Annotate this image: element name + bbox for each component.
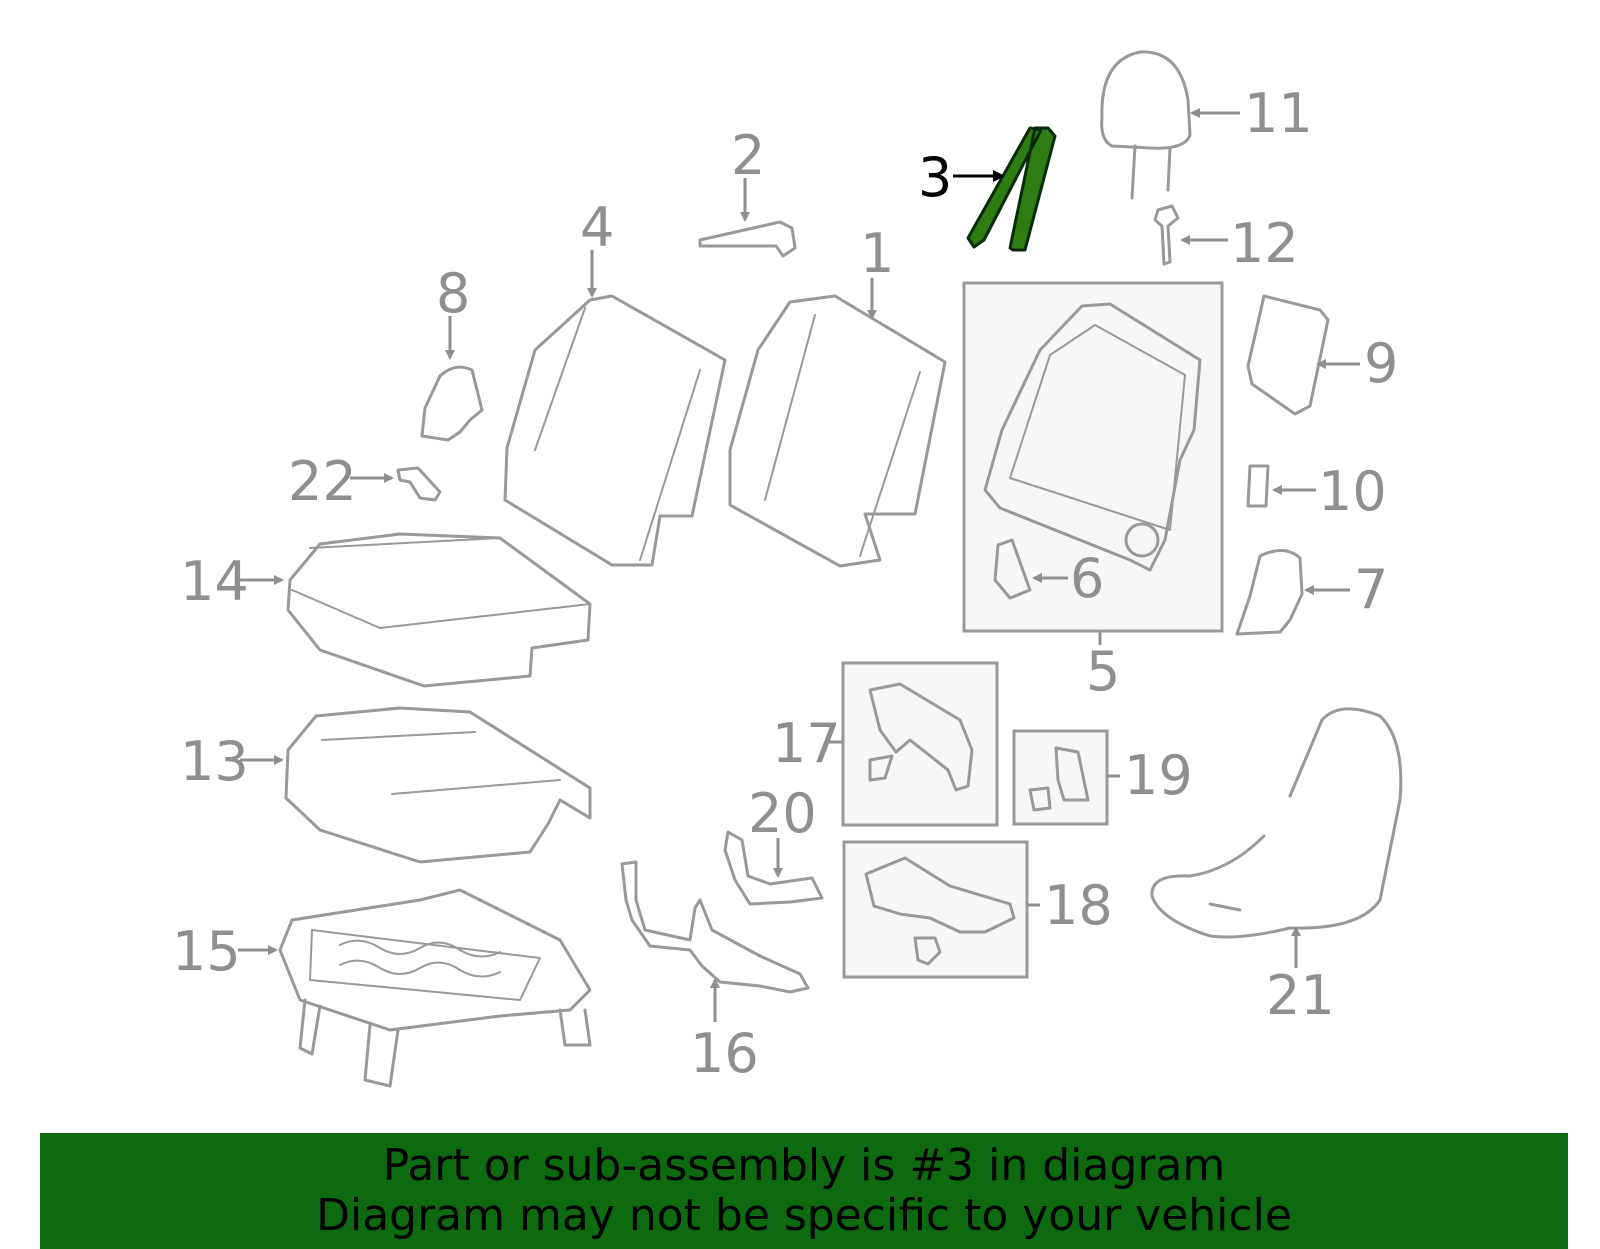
part-3-seat-belt bbox=[953, 126, 1057, 252]
part-7-cover bbox=[1235, 549, 1350, 636]
part-15-cushion-frame bbox=[238, 888, 592, 1088]
part-8-cover bbox=[420, 316, 484, 442]
callout-9: 9 bbox=[1364, 332, 1398, 395]
part-17-box bbox=[829, 661, 999, 827]
banner-line-2: Diagram may not be specific to your vehi… bbox=[316, 1190, 1292, 1241]
part-16-adjuster bbox=[620, 860, 810, 1022]
callout-15: 15 bbox=[172, 920, 241, 983]
callout-20: 20 bbox=[748, 782, 817, 845]
callout-22: 22 bbox=[288, 450, 357, 513]
callout-2: 2 bbox=[731, 124, 765, 187]
part-19-box bbox=[1012, 729, 1120, 826]
part-5-frame-box bbox=[962, 281, 1224, 645]
part-10-button bbox=[1246, 464, 1316, 508]
part-11-headrest bbox=[1100, 50, 1240, 200]
part-3-shape bbox=[966, 126, 1057, 252]
part-14-cushion-cover bbox=[240, 532, 592, 688]
callout-7: 7 bbox=[1354, 558, 1388, 621]
callout-1: 1 bbox=[860, 222, 894, 285]
callout-6: 6 bbox=[1070, 547, 1104, 610]
part-18-box bbox=[842, 840, 1040, 979]
part-12-guide bbox=[1153, 204, 1228, 266]
banner-line-1: Part or sub-assembly is #3 in diagram bbox=[382, 1140, 1226, 1191]
callout-3: 3 bbox=[918, 146, 952, 209]
callout-16: 16 bbox=[690, 1022, 759, 1085]
part-21-cable bbox=[1150, 707, 1403, 968]
callout-13: 13 bbox=[180, 730, 249, 793]
info-banner: Part or sub-assembly is #3 in diagram Di… bbox=[40, 1133, 1568, 1249]
callout-14: 14 bbox=[180, 550, 249, 613]
part-2-bracket bbox=[698, 178, 797, 258]
callout-labels: 1 2 3 4 5 6 7 8 9 10 11 12 13 14 15 16 1… bbox=[172, 82, 1398, 1085]
callout-5: 5 bbox=[1086, 640, 1120, 703]
callout-8: 8 bbox=[436, 262, 470, 325]
callout-12: 12 bbox=[1230, 212, 1299, 275]
part-22-clip bbox=[350, 466, 442, 502]
callout-4: 4 bbox=[580, 196, 614, 259]
part-1-seatback-cover bbox=[728, 278, 947, 568]
part-9-cover bbox=[1246, 294, 1360, 416]
part-13-cushion-pad bbox=[240, 706, 592, 864]
callout-11: 11 bbox=[1244, 82, 1313, 145]
callout-18: 18 bbox=[1044, 874, 1113, 937]
callout-19: 19 bbox=[1124, 744, 1193, 807]
callout-10: 10 bbox=[1318, 460, 1387, 523]
part-20-rail bbox=[723, 830, 824, 906]
callout-17: 17 bbox=[772, 712, 841, 775]
part-4-seatback-cover bbox=[503, 250, 727, 567]
callout-21: 21 bbox=[1266, 964, 1335, 1027]
